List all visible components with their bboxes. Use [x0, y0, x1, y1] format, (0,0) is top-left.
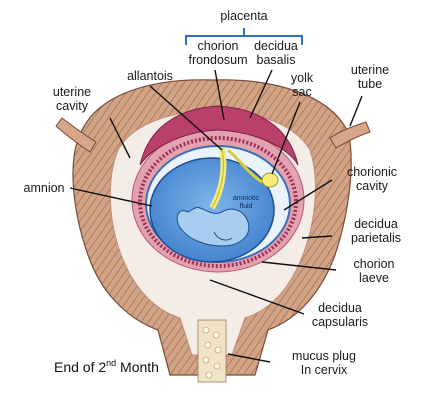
leader-uterine-cavity — [109, 117, 131, 159]
label-yolk-sac-line2: sac — [292, 85, 311, 99]
leader-lines — [69, 69, 363, 363]
label-chorion-laeve-line1: chorion — [354, 257, 395, 271]
label-decidua-capsularis-line2: capsularis — [312, 315, 368, 329]
label-decidua-parietalis-line1: decidua — [354, 217, 398, 231]
label-decidua-parietalis-line2: parietalis — [351, 231, 401, 245]
embryo — [176, 207, 250, 247]
mucus-plug — [202, 326, 222, 379]
figure-caption: End of 2nd Month — [54, 358, 159, 375]
caption-suffix: Month — [116, 359, 159, 375]
leader-decidua-parietalis — [301, 235, 333, 239]
label-decidua-basalis-line2: basalis — [257, 53, 296, 67]
yolk-sac — [261, 172, 279, 188]
cervical-canal — [197, 319, 227, 383]
label-mucus-plug-line2: In cervix — [301, 363, 348, 377]
right-uterine-tube — [329, 121, 371, 149]
amniotic-fluid-sac — [149, 157, 275, 263]
label-chorionic-cavity-line2: cavity — [356, 179, 389, 193]
leader-mucus-plug — [227, 353, 271, 363]
leader-chorion-laeve — [261, 261, 337, 271]
label-uterine-tube-line2: tube — [358, 77, 382, 91]
label-chorion-laeve-line2: laeve — [359, 271, 389, 285]
allantois-duct — [211, 147, 225, 209]
label-allantois: allantois — [127, 69, 173, 83]
embryo-limb — [213, 231, 233, 241]
leader-allantois — [149, 85, 223, 151]
yolk-stalk — [227, 148, 263, 184]
label-decidua-basalis-line1: decidua — [254, 39, 298, 53]
label-amnion: amnion — [24, 181, 65, 195]
leader-uterine-tube — [349, 95, 363, 127]
caption-prefix: End of 2 — [54, 359, 106, 375]
label-amniotic-fluid-line2: fluid — [240, 203, 253, 210]
label-chorionic-cavity-line1: chorionic — [347, 165, 397, 179]
leader-amnion — [69, 187, 153, 207]
label-mucus-plug-line1: mucus plug — [292, 349, 356, 363]
leader-chorionic-cavity — [283, 179, 333, 211]
label-amniotic-fluid-line1: amniotic — [233, 195, 260, 202]
caption-superscript: nd — [106, 358, 116, 368]
label-decidua-capsularis-line1: decidua — [318, 301, 362, 315]
leader-chorion-frondosum — [214, 69, 225, 121]
leader-decidua-basalis — [249, 69, 273, 119]
left-uterine-horn — [55, 117, 97, 153]
chorion-frondosum-villi — [139, 105, 299, 166]
leader-decidua-capsularis — [209, 279, 305, 315]
label-uterine-tube-line1: uterine — [351, 63, 389, 77]
label-uterine-cavity-line2: cavity — [56, 99, 89, 113]
label-chorion-frondosum-line2: frondosum — [188, 53, 247, 67]
leader-yolk-sac — [271, 101, 301, 175]
label-chorion-frondosum-line1: chorion — [198, 39, 239, 53]
label-uterine-cavity-line1: uterine — [53, 85, 91, 99]
label-yolk-sac-line1: yolk — [291, 71, 314, 85]
label-placenta: placenta — [220, 9, 267, 23]
